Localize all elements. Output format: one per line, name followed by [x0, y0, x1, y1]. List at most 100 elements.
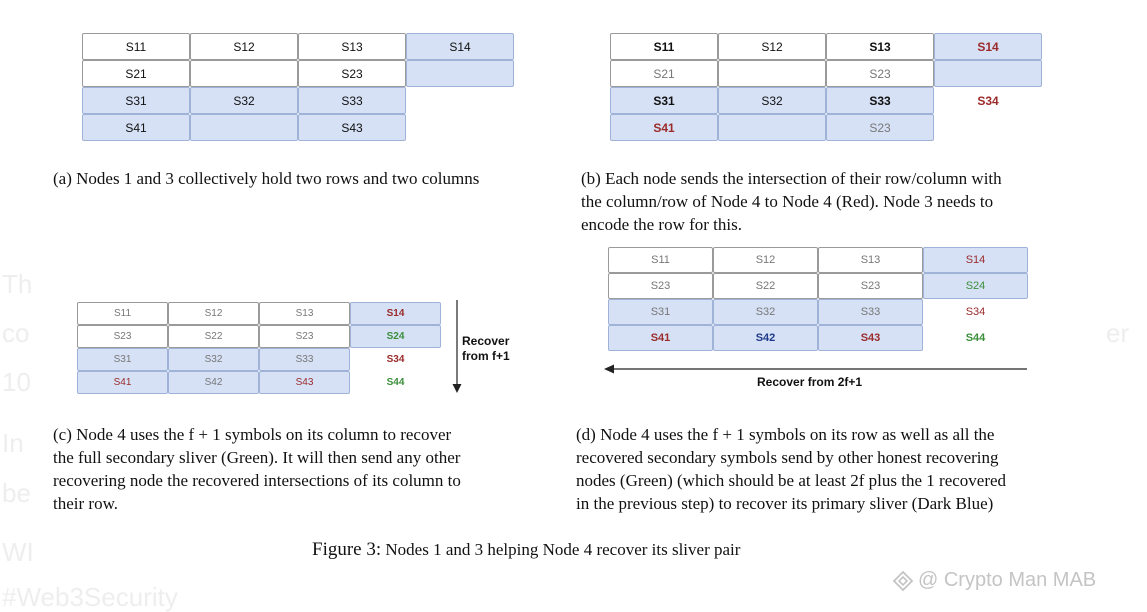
symbol-cell-s33: S33 [818, 299, 923, 325]
symbol-cell-s21: S21 [82, 60, 190, 87]
empty-cell [718, 114, 826, 141]
symbol-cell-s43: S43 [818, 325, 923, 351]
symbol-cell-s32: S32 [190, 87, 298, 114]
symbol-cell-s41: S41 [608, 325, 713, 351]
watermark: @ Crypto Man MAB [892, 569, 1096, 592]
symbol-cell-s13: S13 [298, 33, 406, 60]
symbol-cell-s14: S14 [923, 247, 1028, 273]
symbol-cell-s14: S14 [406, 33, 514, 60]
symbol-cell-s41: S41 [77, 371, 168, 394]
symbol-cell-s13: S13 [259, 302, 350, 325]
background-text: er [1106, 318, 1130, 348]
symbol-cell-s44: S44 [386, 377, 405, 388]
caption-line: (d) Node 4 uses the f + 1 symbols on its… [576, 425, 995, 444]
symbol-cell-s24: S24 [923, 273, 1028, 299]
empty-cell [934, 114, 1042, 141]
symbol-cell-s23: S23 [77, 325, 168, 348]
caption-line: their row. [53, 494, 118, 513]
symbol-cell-s31: S31 [82, 87, 190, 114]
symbol-cell-s22: S22 [168, 325, 259, 348]
symbol-cell-s11: S11 [82, 33, 190, 60]
background-text: 10 [2, 367, 31, 397]
symbol-cell-s32: S32 [168, 348, 259, 371]
symbol-cell-s12: S12 [713, 247, 818, 273]
empty-cell [718, 60, 826, 87]
panel-d-caption: (d) Node 4 uses the f + 1 symbols on its… [576, 423, 1006, 515]
watermark-text: @ Crypto Man MAB [918, 569, 1097, 591]
symbol-cell-s33: S33 [259, 348, 350, 371]
figure-caption: Figure 3: Nodes 1 and 3 helping Node 4 r… [312, 539, 740, 561]
symbol-cell-s23: S23 [259, 325, 350, 348]
symbol-cell-s23: S23 [298, 60, 406, 87]
symbol-cell-s11: S11 [608, 247, 713, 273]
symbol-cell-s23: S23 [608, 273, 713, 299]
symbol-cell-s12: S12 [190, 33, 298, 60]
symbol-cell-s13: S13 [826, 33, 934, 60]
caption-line: recovered secondary symbols send by othe… [576, 448, 999, 467]
caption-line: recovering node the recovered intersecti… [53, 471, 461, 490]
panel-b-caption: (b) Each node sends the intersection of … [581, 167, 1002, 236]
symbol-cell-s14: S14 [934, 33, 1042, 60]
symbol-cell-s24: S24 [350, 325, 441, 348]
empty-cell [406, 114, 514, 141]
background-text: WI [2, 537, 34, 567]
caption-line: (c) Node 4 uses the f + 1 symbols on its… [53, 425, 452, 444]
symbol-cell-s43: S43 [298, 114, 406, 141]
symbol-cell-s21: S21 [610, 60, 718, 87]
figure-label: Figure 3: [312, 539, 382, 560]
background-text: In [2, 428, 24, 458]
symbol-cell-s11: S11 [77, 302, 168, 325]
background-text: Th [2, 269, 33, 299]
down-arrow-icon [452, 300, 462, 393]
empty-cell [190, 114, 298, 141]
symbol-cell-s11: S11 [610, 33, 718, 60]
symbol-cell-s32: S32 [713, 299, 818, 325]
symbol-cell-s22: S22 [713, 273, 818, 299]
symbol-cell-s33: S33 [826, 87, 934, 114]
symbol-cell-s42: S42 [713, 325, 818, 351]
figure-title-text: Nodes 1 and 3 helping Node 4 recover its… [385, 540, 741, 559]
symbol-cell-s34: S34 [386, 354, 405, 365]
symbol-cell-s23: S23 [826, 60, 934, 87]
arrow-label-line: Recover [462, 334, 510, 348]
symbol-cell-s12: S12 [718, 33, 826, 60]
empty-cell [406, 87, 514, 114]
background-text: co [2, 318, 30, 348]
background-text: #Web3Security [2, 582, 178, 612]
symbol-cell-s34: S34 [977, 93, 999, 108]
symbol-cell-s41: S41 [610, 114, 718, 141]
diamond-logo-icon [892, 570, 914, 591]
symbol-cell-s34: S34 [965, 306, 986, 318]
symbol-cell-s42: S42 [168, 371, 259, 394]
empty-cell [406, 60, 514, 87]
symbol-cell-s43: S43 [259, 371, 350, 394]
panel-c-arrow-label: Recover from f+1 [462, 334, 510, 364]
symbol-cell-s31: S31 [610, 87, 718, 114]
caption-line: encode the row for this. [581, 215, 742, 234]
symbol-cell-s31: S31 [608, 299, 713, 325]
left-arrow-icon [604, 364, 1027, 374]
symbol-cell-s23: S23 [826, 114, 934, 141]
symbol-cell-s33: S33 [298, 87, 406, 114]
panel-d-arrow-label: Recover from 2f+1 [757, 375, 863, 389]
panel-a-caption: (a) Nodes 1 and 3 collectively hold two … [53, 169, 480, 188]
background-text: be [2, 478, 31, 508]
symbol-cell-s13: S13 [818, 247, 923, 273]
symbol-cell-s31: S31 [77, 348, 168, 371]
arrow-label-line: from f+1 [462, 349, 510, 363]
symbol-cell-s14: S14 [350, 302, 441, 325]
caption-line: (b) Each node sends the intersection of … [581, 169, 1002, 188]
symbol-cell-s23: S23 [818, 273, 923, 299]
symbol-cell-s41: S41 [82, 114, 190, 141]
caption-line: the column/row of Node 4 to Node 4 (Red)… [581, 192, 994, 211]
symbol-cell-s12: S12 [168, 302, 259, 325]
symbol-cell-s44: S44 [965, 332, 986, 344]
caption-line: the full secondary sliver (Green). It wi… [53, 448, 461, 467]
caption-line: nodes (Green) (which should be at least … [576, 471, 1007, 490]
panel-c-caption: (c) Node 4 uses the f + 1 symbols on its… [53, 423, 461, 515]
empty-cell [934, 60, 1042, 87]
